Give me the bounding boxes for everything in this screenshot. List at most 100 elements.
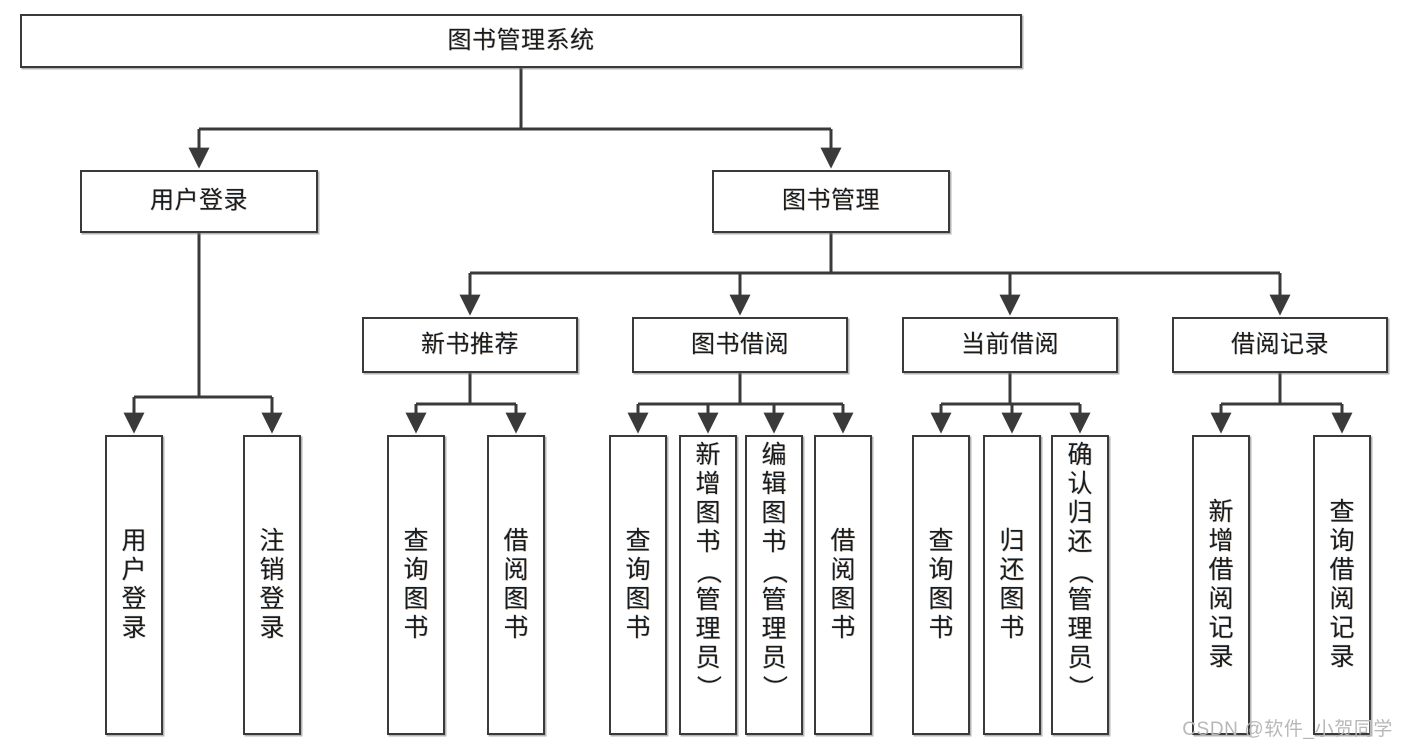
node-leaf-10-label: 确认归还（管理员） — [1053, 437, 1107, 733]
node-leaf-9[interactable]: 归还图书 — [983, 435, 1041, 735]
vertical-char: 员 — [1067, 644, 1093, 672]
vertical-char: 阅 — [503, 556, 529, 584]
vertical-char: 增 — [1208, 527, 1234, 555]
vertical-char: 增 — [695, 470, 721, 498]
vertical-char: 辑 — [761, 470, 787, 498]
vertical-char: 图 — [403, 585, 429, 613]
vertical-char: 用 — [121, 527, 147, 555]
node-l3-3[interactable]: 借阅记录 — [1172, 317, 1388, 373]
vertical-char: ） — [694, 674, 723, 701]
node-l2-0-label: 用户登录 — [150, 187, 248, 215]
vertical-char: 书 — [695, 528, 721, 556]
vertical-char: 编 — [761, 441, 787, 469]
vertical-char: 图 — [503, 585, 529, 613]
vertical-char: 记 — [1208, 614, 1234, 642]
vertical-char: 管 — [1067, 586, 1093, 614]
vertical-char: 书 — [928, 614, 954, 642]
vertical-char: 登 — [259, 585, 285, 613]
node-leaf-12[interactable]: 查询借阅记录 — [1313, 435, 1371, 735]
vertical-char: 确 — [1067, 441, 1093, 469]
node-leaf-0[interactable]: 用户登录 — [105, 435, 163, 735]
vertical-char: 还 — [999, 556, 1025, 584]
vertical-char: 阅 — [1329, 585, 1355, 613]
vertical-char: 书 — [761, 528, 787, 556]
node-leaf-5-label: 新增图书（管理员） — [681, 437, 735, 733]
node-l3-0[interactable]: 新书推荐 — [362, 317, 578, 373]
vertical-char: 书 — [830, 614, 856, 642]
vertical-char: 借 — [503, 527, 529, 555]
node-leaf-11[interactable]: 新增借阅记录 — [1192, 435, 1250, 735]
vertical-char: 录 — [1329, 643, 1355, 671]
vertical-char: 询 — [928, 556, 954, 584]
node-l3-1[interactable]: 图书借阅 — [632, 317, 848, 373]
vertical-char: 理 — [1067, 615, 1093, 643]
vertical-char: 员 — [761, 644, 787, 672]
node-leaf-2-label: 查询图书 — [389, 437, 443, 733]
node-l3-2[interactable]: 当前借阅 — [902, 317, 1118, 373]
vertical-char: 图 — [625, 585, 651, 613]
node-l3-2-label: 当前借阅 — [961, 330, 1059, 358]
node-leaf-4-label: 查询图书 — [611, 437, 665, 733]
vertical-char: ） — [760, 674, 789, 701]
vertical-char: 书 — [999, 614, 1025, 642]
vertical-char: 询 — [403, 556, 429, 584]
vertical-char: 图 — [928, 585, 954, 613]
vertical-char: 新 — [695, 441, 721, 469]
node-leaf-10[interactable]: 确认归还（管理员） — [1051, 435, 1109, 735]
node-leaf-2[interactable]: 查询图书 — [387, 435, 445, 735]
vertical-char: 借 — [1329, 556, 1355, 584]
vertical-char: （ — [1066, 558, 1095, 585]
vertical-char: 录 — [121, 614, 147, 642]
vertical-char: 书 — [403, 614, 429, 642]
vertical-char: 阅 — [1208, 585, 1234, 613]
node-leaf-5[interactable]: 新增图书（管理员） — [679, 435, 737, 735]
node-leaf-11-label: 新增借阅记录 — [1194, 437, 1248, 733]
node-leaf-8[interactable]: 查询图书 — [912, 435, 970, 735]
vertical-char: （ — [760, 558, 789, 585]
vertical-char: 图 — [695, 499, 721, 527]
vertical-char: 书 — [503, 614, 529, 642]
vertical-char: 借 — [830, 527, 856, 555]
vertical-char: 归 — [1067, 499, 1093, 527]
vertical-char: 新 — [1208, 498, 1234, 526]
node-leaf-1-label: 注销登录 — [245, 437, 299, 733]
node-leaf-12-label: 查询借阅记录 — [1315, 437, 1369, 733]
vertical-char: 图 — [761, 499, 787, 527]
vertical-char: 理 — [695, 615, 721, 643]
vertical-char: 图 — [830, 585, 856, 613]
vertical-char: 查 — [625, 527, 651, 555]
node-root[interactable]: 图书管理系统 — [20, 14, 1022, 68]
node-l3-1-label: 图书借阅 — [691, 330, 789, 358]
vertical-char: 记 — [1329, 614, 1355, 642]
vertical-char: 认 — [1067, 470, 1093, 498]
node-leaf-4[interactable]: 查询图书 — [609, 435, 667, 735]
vertical-char: 录 — [259, 614, 285, 642]
vertical-char: 询 — [1329, 527, 1355, 555]
vertical-char: 管 — [695, 586, 721, 614]
vertical-char: 理 — [761, 615, 787, 643]
node-l2-0[interactable]: 用户登录 — [80, 170, 318, 233]
vertical-char: 销 — [259, 556, 285, 584]
vertical-char: 询 — [625, 556, 651, 584]
node-leaf-7-label: 借阅图书 — [816, 437, 870, 733]
vertical-char: 管 — [761, 586, 787, 614]
node-leaf-0-label: 用户登录 — [107, 437, 161, 733]
node-l2-1[interactable]: 图书管理 — [712, 170, 950, 233]
vertical-char: 查 — [928, 527, 954, 555]
node-leaf-3[interactable]: 借阅图书 — [487, 435, 545, 735]
node-leaf-3-label: 借阅图书 — [489, 437, 543, 733]
vertical-char: 查 — [1329, 498, 1355, 526]
vertical-char: ） — [1066, 674, 1095, 701]
vertical-char: 书 — [625, 614, 651, 642]
vertical-char: 阅 — [830, 556, 856, 584]
node-leaf-9-label: 归还图书 — [985, 437, 1039, 733]
vertical-char: 还 — [1067, 528, 1093, 556]
node-leaf-7[interactable]: 借阅图书 — [814, 435, 872, 735]
vertical-char: 归 — [999, 527, 1025, 555]
vertical-char: 图 — [999, 585, 1025, 613]
node-leaf-6[interactable]: 编辑图书（管理员） — [745, 435, 803, 735]
node-leaf-1[interactable]: 注销登录 — [243, 435, 301, 735]
node-leaf-6-label: 编辑图书（管理员） — [747, 437, 801, 733]
